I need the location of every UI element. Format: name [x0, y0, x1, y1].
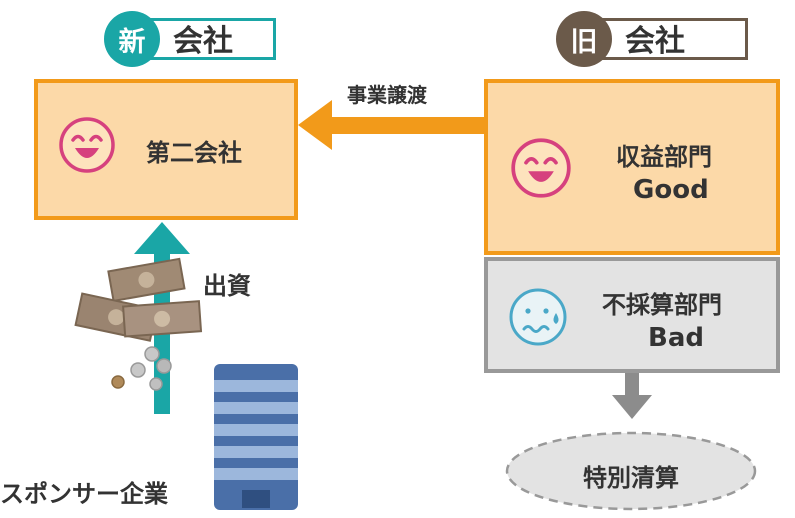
new-company-box-label: 第二会社: [146, 139, 242, 167]
old-company-header: 旧 会社: [556, 11, 748, 67]
new-company-box: 第二会社: [34, 79, 298, 220]
smile-face-icon: [59, 117, 115, 173]
old-badge: 旧: [556, 11, 612, 67]
transfer-arrow: [298, 100, 488, 150]
liquidation-label: 特別清算: [583, 464, 679, 492]
sponsor-label: スポンサー企業: [0, 480, 168, 508]
profit-division-label: 収益部門: [616, 143, 712, 171]
profit-division-box: 収益部門 Good: [484, 79, 780, 255]
loss-status: Bad: [648, 323, 704, 353]
liquidation-arrow: [612, 373, 652, 419]
money-icon: [74, 257, 203, 391]
new-badge: 新: [104, 11, 160, 67]
building-icon: [214, 364, 298, 510]
smile-face-icon: [511, 138, 571, 198]
loss-division-box: 不採算部門 Bad: [484, 257, 780, 373]
new-company-header: 新 会社: [104, 11, 276, 67]
transfer-label: 事業譲渡: [347, 83, 427, 107]
worried-face-icon: [509, 288, 567, 346]
old-company-label: 会社: [598, 18, 748, 60]
investment-label: 出資: [203, 272, 251, 300]
loss-division-label: 不採算部門: [602, 291, 722, 319]
profit-status: Good: [633, 175, 709, 205]
new-company-label: 会社: [146, 18, 276, 60]
liquidation-ellipse: [505, 431, 757, 511]
